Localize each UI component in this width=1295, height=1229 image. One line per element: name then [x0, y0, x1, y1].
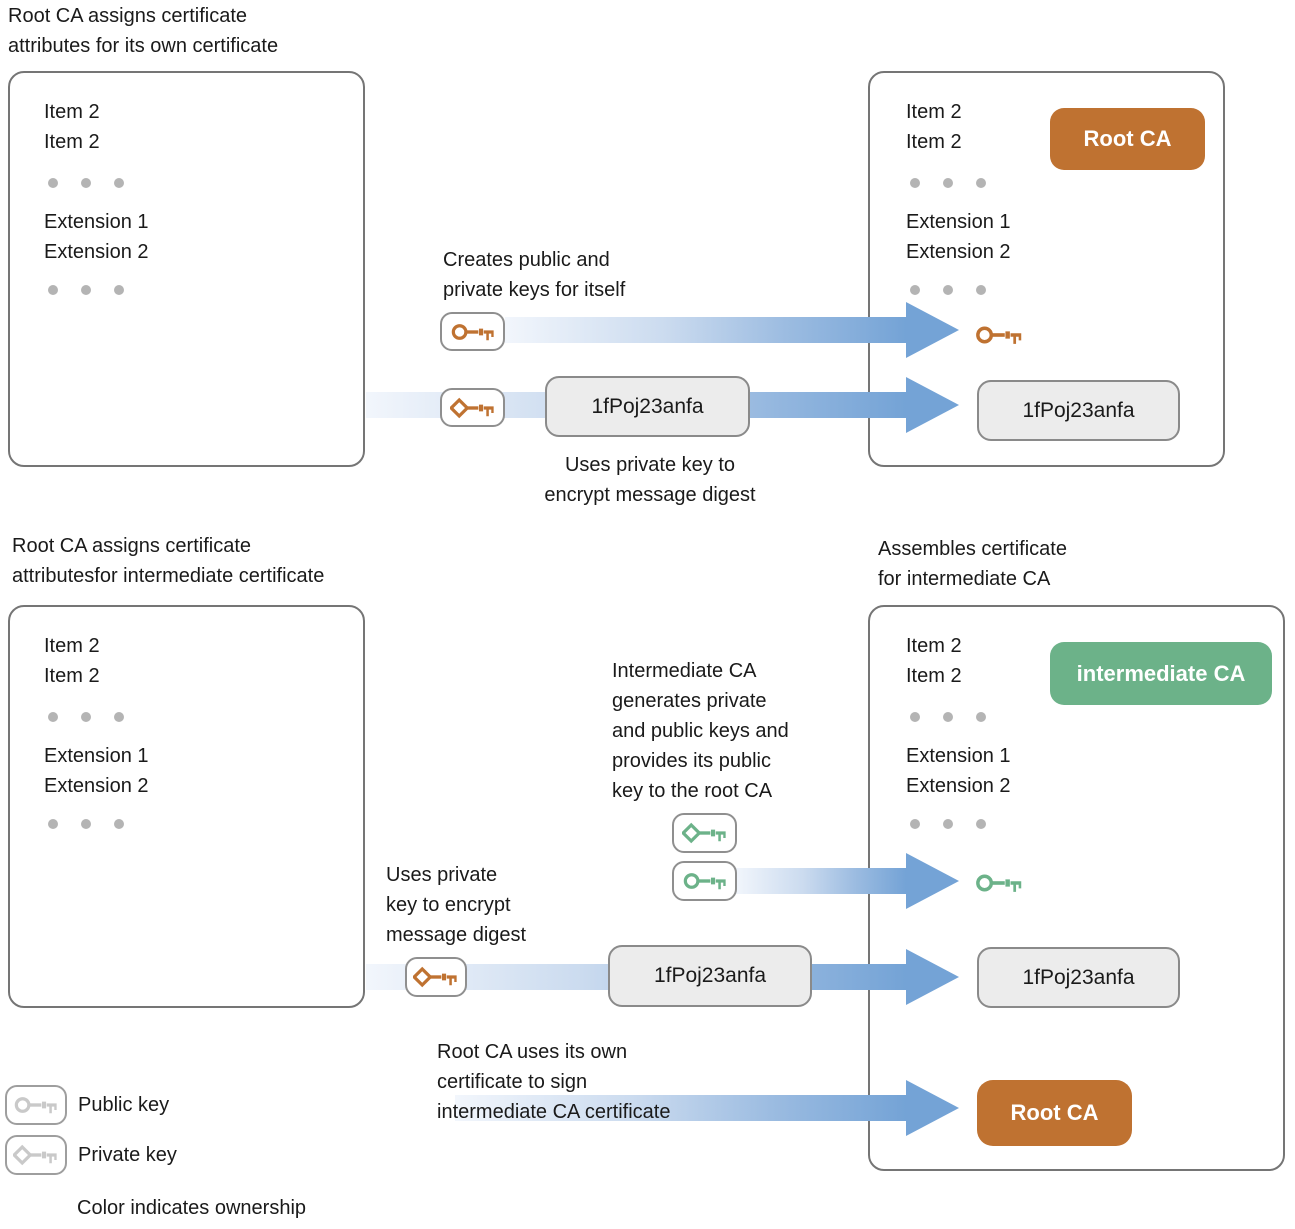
top-section-label: Root CA assigns certificate attributes f…: [8, 5, 279, 57]
root-signs-note: Root CA uses its own certificate to sign…: [437, 1041, 671, 1123]
ellipsis-dots: [910, 712, 986, 722]
message-digest-box: 1fPoj23anfa: [545, 376, 750, 437]
public-key-arrow-head: [906, 302, 959, 358]
ellipsis-dots: [910, 285, 986, 295]
cert-item: Item 2: [906, 635, 962, 657]
intermediate-signature-arrow-head: [906, 949, 959, 1005]
cert-extension: Extension 1: [906, 745, 1011, 767]
intermediate-public-key-arrow-band: [735, 868, 906, 894]
root-ca-signer-badge: Root CA: [977, 1080, 1132, 1146]
intermediate-public-key-arrow-head: [906, 853, 959, 909]
bottom-left-section-label: Root CA assigns certificate attributesfo…: [12, 535, 325, 587]
cert-extension: Extension 1: [44, 745, 149, 767]
cert-item: Item 2: [44, 101, 100, 123]
cert-item: Item 2: [906, 665, 962, 687]
creates-keys-note: Creates public and private keys for itse…: [443, 249, 626, 301]
root-signs-arrow-band: [455, 1095, 906, 1121]
public-key-arrow-band: [505, 317, 906, 343]
legend-ownership-note: Color indicates ownership: [77, 1197, 307, 1219]
public-key-icon: [440, 312, 505, 351]
public-key-icon: [974, 321, 1024, 354]
legend-private-key-label: Private key: [78, 1144, 177, 1166]
cert-item: Item 2: [44, 665, 100, 687]
intermediate-attributes-certificate-box: Item 2 Item 2 Extension 1 Extension 2: [8, 605, 365, 1008]
public-key-icon: [672, 861, 737, 901]
public-key-icon: [974, 869, 1024, 902]
cert-item: Item 2: [44, 131, 100, 153]
private-key-icon: [405, 957, 467, 997]
cert-extension: Extension 1: [44, 211, 149, 233]
root-ca-badge: Root CA: [1050, 108, 1205, 170]
ellipsis-dots: [48, 819, 124, 829]
signature-arrow-head: [906, 377, 959, 433]
cert-extension: Extension 2: [906, 241, 1011, 263]
root-signs-arrow-head: [906, 1080, 959, 1136]
intermediate-ca-badge: intermediate CA: [1050, 642, 1272, 705]
root-ca-attributes-certificate-box: Item 2 Item 2 Extension 1 Extension 2: [8, 71, 365, 467]
legend-public-key-label: Public key: [78, 1094, 170, 1116]
uses-private-key-note: Uses private key to encrypt message dige…: [386, 864, 527, 946]
signature-box: 1fPoj23anfa: [977, 947, 1180, 1008]
ellipsis-dots: [910, 819, 986, 829]
cert-item: Item 2: [44, 635, 100, 657]
private-key-icon: [672, 813, 737, 853]
ellipsis-dots: [48, 285, 124, 295]
private-key-icon: [5, 1135, 67, 1175]
cert-extension: Extension 2: [44, 775, 149, 797]
cert-extension: Extension 2: [44, 241, 149, 263]
public-key-icon: [5, 1085, 67, 1125]
cert-item: Item 2: [906, 131, 962, 153]
bottom-right-section-label: Assembles certificate for intermediate C…: [878, 538, 1067, 590]
cert-extension: Extension 2: [906, 775, 1011, 797]
ellipsis-dots: [910, 178, 986, 188]
ellipsis-dots: [48, 178, 124, 188]
private-key-icon: [440, 388, 505, 427]
ellipsis-dots: [48, 712, 124, 722]
cert-extension: Extension 1: [906, 211, 1011, 233]
signature-box: 1fPoj23anfa: [977, 380, 1180, 441]
cert-item: Item 2: [906, 101, 962, 123]
message-digest-box: 1fPoj23anfa: [608, 945, 812, 1007]
intermediate-generates-keys-note: Intermediate CA generates private and pu…: [612, 660, 789, 802]
uses-private-key-note: Uses private key to encrypt message dige…: [544, 454, 756, 506]
